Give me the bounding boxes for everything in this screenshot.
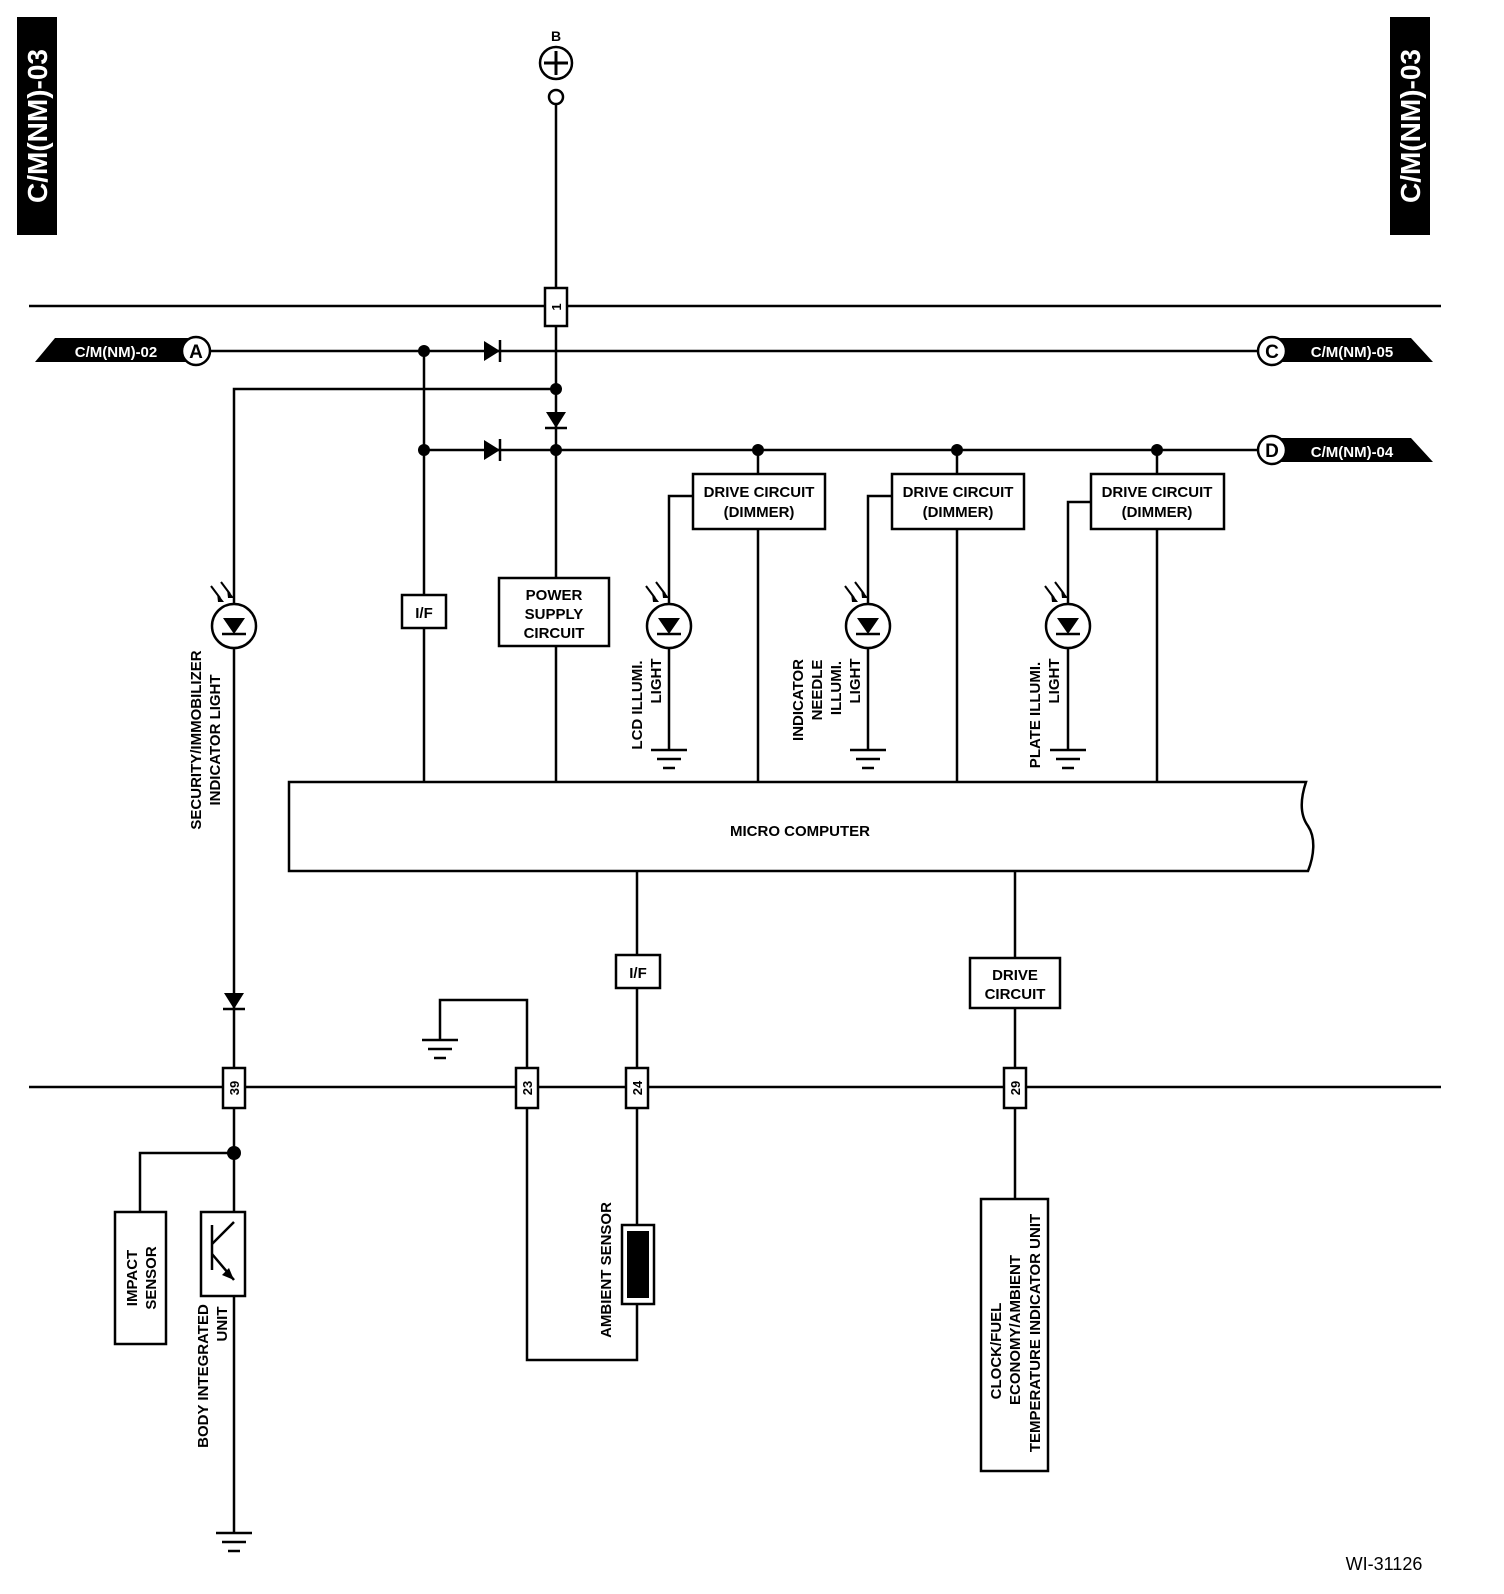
svg-text:I/F: I/F [415, 605, 433, 622]
ground-lcd-icon [649, 748, 689, 770]
pin-29: 29 [1002, 1066, 1028, 1110]
svg-text:CIRCUIT: CIRCUIT [524, 625, 585, 642]
drive-circuit-dimmer-lcd: DRIVE CIRCUIT (DIMMER) [691, 472, 827, 531]
svg-text:C/M(NM)-03: C/M(NM)-03 [22, 49, 53, 203]
svg-text:NEEDLE: NEEDLE [809, 660, 826, 721]
clock-fuel-indicator-unit: CLOCK/FUEL ECONOMY/AMBIENT TEMPERATURE I… [979, 1197, 1050, 1473]
svg-text:39: 39 [227, 1081, 242, 1095]
svg-text:24: 24 [630, 1080, 645, 1095]
battery-terminal: B [538, 28, 574, 106]
svg-text:IMPACT: IMPACT [124, 1250, 141, 1306]
svg-text:29: 29 [1008, 1081, 1023, 1095]
svg-text:A: A [189, 342, 203, 363]
svg-text:D: D [1265, 441, 1279, 462]
svg-text:LCD ILLUMI.: LCD ILLUMI. [629, 660, 646, 749]
diode-d-line [482, 437, 502, 463]
drive-circuit-block: DRIVE CIRCUIT [968, 956, 1062, 1010]
pin-24: 24 [624, 1066, 650, 1110]
ambient-sensor: AMBIENT SENSOR [598, 1202, 656, 1338]
svg-text:23: 23 [520, 1081, 535, 1095]
lcd-light-label: LCD ILLUMI. LIGHT [629, 659, 665, 750]
svg-text:MICRO COMPUTER: MICRO COMPUTER [730, 823, 870, 840]
pin-39: 39 [221, 1066, 247, 1110]
svg-text:LIGHT: LIGHT [1046, 659, 1063, 704]
diode-power [543, 410, 569, 430]
svg-text:INDICATOR: INDICATOR [790, 659, 807, 741]
svg-text:C: C [1265, 342, 1279, 363]
plate-light-label: PLATE ILLUMI. LIGHT [1027, 659, 1063, 769]
svg-text:LIGHT: LIGHT [648, 659, 665, 704]
page-tag-right: C/M(NM)-03 [1390, 17, 1430, 235]
svg-text:SECURITY/IMMOBILIZER: SECURITY/IMMOBILIZER [188, 650, 205, 829]
svg-text:SUPPLY: SUPPLY [525, 606, 584, 623]
svg-text:UNIT: UNIT [214, 1307, 231, 1342]
connector-c: C/M(NM)-05 C [1256, 335, 1433, 367]
svg-text:TEMPERATURE INDICATOR UNIT: TEMPERATURE INDICATOR UNIT [1027, 1214, 1044, 1452]
svg-text:C/M(NM)-05: C/M(NM)-05 [1311, 344, 1394, 361]
micro-computer: MICRO COMPUTER [287, 780, 1315, 873]
svg-text:1: 1 [549, 303, 564, 310]
ground-needle-icon [848, 748, 888, 770]
body-integrated-unit: BODY INTEGRATED UNIT [195, 1210, 247, 1448]
svg-text:CLOCK/FUEL: CLOCK/FUEL [988, 1303, 1005, 1400]
if-block-upper: I/F [400, 593, 448, 630]
svg-text:DRIVE CIRCUIT: DRIVE CIRCUIT [1102, 484, 1213, 501]
figure-id: WI-31126 [1346, 1554, 1423, 1574]
power-supply-circuit: POWER SUPPLY CIRCUIT [497, 576, 611, 648]
drive-circuit-dimmer-plate: DRIVE CIRCUIT (DIMMER) [1089, 472, 1226, 531]
drive-circuit-dimmer-needle: DRIVE CIRCUIT (DIMMER) [890, 472, 1026, 531]
svg-text:(DIMMER): (DIMMER) [1122, 504, 1193, 521]
svg-text:INDICATOR LIGHT: INDICATOR LIGHT [207, 674, 224, 805]
svg-text:DRIVE CIRCUIT: DRIVE CIRCUIT [704, 484, 815, 501]
diode-security [221, 991, 247, 1011]
svg-text:(DIMMER): (DIMMER) [923, 504, 994, 521]
if-block-lower: I/F [614, 953, 662, 990]
diode-a-line [482, 338, 502, 364]
ground-sensor-icon [420, 1038, 460, 1060]
needle-light-label: INDICATOR NEEDLE ILLUMI. LIGHT [790, 659, 864, 741]
ground-body-icon [214, 1531, 254, 1553]
pin-1: 1 [543, 286, 569, 328]
svg-text:C/M(NM)-02: C/M(NM)-02 [75, 344, 158, 361]
svg-text:(DIMMER): (DIMMER) [724, 504, 795, 521]
svg-text:B: B [551, 28, 561, 44]
svg-text:AMBIENT SENSOR: AMBIENT SENSOR [598, 1202, 615, 1338]
impact-sensor: IMPACT SENSOR [113, 1210, 168, 1346]
security-light-label: SECURITY/IMMOBILIZER INDICATOR LIGHT [188, 650, 224, 829]
connector-d: C/M(NM)-04 D [1256, 434, 1433, 466]
svg-text:PLATE ILLUMI.: PLATE ILLUMI. [1027, 662, 1044, 768]
svg-text:BODY INTEGRATED: BODY INTEGRATED [195, 1304, 212, 1448]
svg-text:C/M(NM)-03: C/M(NM)-03 [1395, 49, 1426, 203]
svg-text:DRIVE: DRIVE [992, 967, 1038, 984]
svg-text:ILLUMI.: ILLUMI. [828, 661, 845, 715]
svg-text:CIRCUIT: CIRCUIT [985, 986, 1046, 1003]
pin-23: 23 [514, 1066, 540, 1110]
page-tag-left: C/M(NM)-03 [17, 17, 57, 235]
svg-text:POWER: POWER [526, 587, 583, 604]
connector-a: C/M(NM)-02 A [35, 335, 212, 367]
junction-dots [227, 345, 1163, 1160]
svg-text:DRIVE CIRCUIT: DRIVE CIRCUIT [903, 484, 1014, 501]
svg-text:ECONOMY/AMBIENT: ECONOMY/AMBIENT [1007, 1255, 1024, 1405]
svg-text:C/M(NM)-04: C/M(NM)-04 [1311, 444, 1394, 461]
svg-text:SENSOR: SENSOR [143, 1246, 160, 1310]
ground-plate-icon [1048, 748, 1088, 770]
wire-security-supply [232, 387, 556, 1155]
svg-text:I/F: I/F [629, 965, 647, 982]
svg-text:LIGHT: LIGHT [847, 659, 864, 704]
